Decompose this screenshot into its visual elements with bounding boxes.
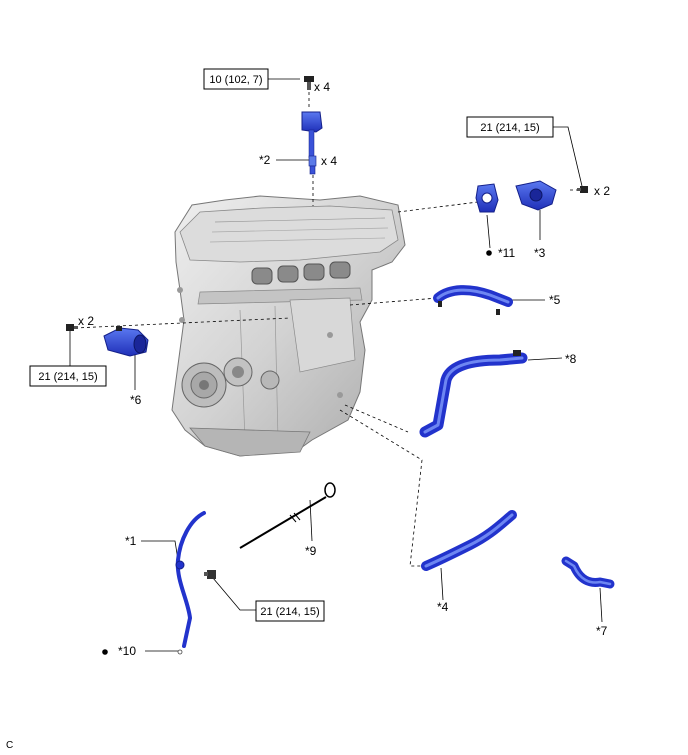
non-reusable-marker-11	[486, 250, 492, 256]
ignition-coil	[301, 111, 323, 159]
torque-box-3: 21 (214, 15)	[29, 365, 107, 387]
leader-torque2	[553, 126, 583, 187]
qty-outlet-bolt: x 2	[594, 184, 610, 198]
callout-10: *10	[118, 644, 136, 658]
torque-label-2: 21 (214, 15)	[480, 122, 539, 134]
torque-box-1: 10 (102, 7)	[203, 68, 269, 90]
housing-bolt	[66, 324, 78, 331]
qty-housing-bolt: x 2	[78, 314, 94, 328]
callout-5: *5	[549, 293, 561, 307]
callout-11: *11	[498, 246, 515, 260]
leader-torque4	[212, 577, 258, 611]
guide-bolt	[204, 570, 216, 579]
callout-3: *3	[534, 246, 546, 260]
qty-spark-plug: x 4	[321, 154, 337, 168]
leader-c1	[141, 540, 179, 561]
outlet-bolt	[577, 186, 588, 193]
water-outlet-gasket	[475, 183, 499, 213]
leader-block-to-hose8	[344, 404, 409, 433]
leader-head-to-gasket	[397, 201, 479, 213]
solid-leaders	[69, 78, 603, 652]
spark-plug	[308, 155, 317, 175]
qty-bolt-top: x 4	[314, 80, 330, 94]
non-reusable-marker-10	[102, 649, 108, 655]
callout-1: *1	[125, 534, 137, 548]
leader-c11	[486, 214, 491, 249]
callout-9: *9	[305, 544, 317, 558]
torque-label-1: 10 (102, 7)	[209, 74, 262, 86]
callout-2: *2	[259, 153, 271, 167]
callout-8: *8	[565, 352, 577, 366]
engine-assembly	[171, 195, 406, 457]
water-outlet	[515, 180, 557, 211]
torque-box-4: 21 (214, 15)	[255, 600, 325, 622]
oil-gauge-guide	[175, 511, 206, 648]
water-inlet-housing	[103, 326, 149, 357]
leader-head-to-hose5	[349, 297, 439, 306]
leader-block-to-hose4	[339, 409, 423, 567]
leader-c8	[527, 357, 563, 361]
callout-4: *4	[437, 600, 449, 614]
callout-7: *7	[596, 624, 608, 638]
leader-c4	[440, 567, 444, 601]
oil-level-gauge	[239, 482, 336, 549]
leader-c7	[599, 587, 603, 623]
water-hose-4	[421, 510, 517, 571]
torque-box-2: 21 (214, 15)	[466, 116, 554, 138]
torque-label-3: 21 (214, 15)	[38, 371, 97, 383]
figure-code: C	[6, 740, 13, 751]
o-ring	[177, 649, 183, 655]
callout-6: *6	[130, 393, 142, 407]
torque-label-4: 21 (214, 15)	[260, 606, 319, 618]
coil-bolt	[304, 76, 314, 90]
